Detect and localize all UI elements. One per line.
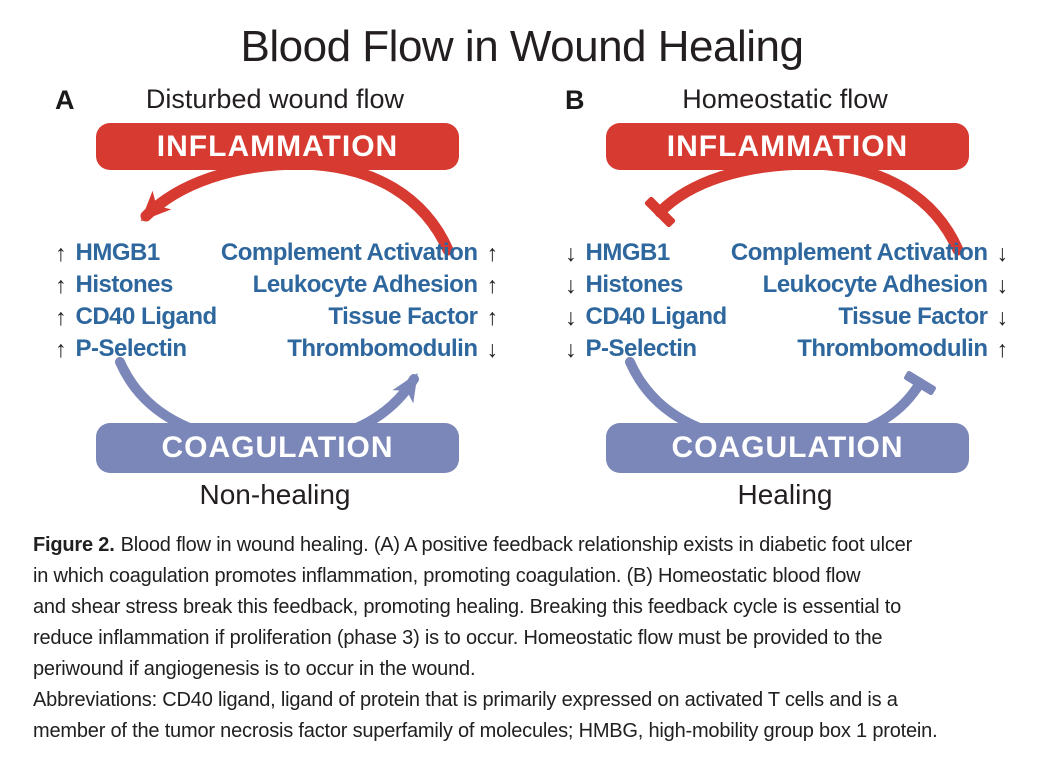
panel-a-right-marker-list: Complement Activation ↑ Leukocyte Adhesi… <box>221 237 498 365</box>
figure-caption: Figure 2.Blood flow in wound healing. (A… <box>33 530 1025 747</box>
marker-item: ↑ CD40 Ligand <box>55 301 217 333</box>
up-arrow-icon: ↑ <box>486 271 499 298</box>
marker-name: Histones <box>75 271 174 298</box>
marker-name: CD40 Ligand <box>585 303 728 330</box>
caption-main: Figure 2.Blood flow in wound healing. (A… <box>33 530 1025 685</box>
caption-abbreviations: Abbreviations: CD40 ligand, ligand of pr… <box>33 689 938 742</box>
marker-name: HMGB1 <box>75 239 161 266</box>
panel-a-label: A <box>55 85 75 115</box>
coagulation-box-b: COAGULATION <box>606 423 969 473</box>
down-arrow-icon: ↓ <box>565 271 577 298</box>
panel-b-subtitle: Homeostatic flow <box>682 84 888 114</box>
up-arrow-icon: ↑ <box>486 239 499 266</box>
marker-item: Tissue Factor ↑ <box>221 301 498 333</box>
down-arrow-icon: ↓ <box>996 303 1009 330</box>
marker-name: P-Selectin <box>75 335 188 362</box>
marker-name: Leukocyte Adhesion <box>252 271 478 298</box>
marker-name: Complement Activation <box>220 239 478 266</box>
panel-b-right-marker-list: Complement Activation ↓ Leukocyte Adhesi… <box>731 237 1008 365</box>
inflammation-box-a: INFLAMMATION <box>96 123 459 170</box>
panel-b-outcome-label: Healing <box>737 479 833 510</box>
up-arrow-icon: ↑ <box>55 303 67 330</box>
marker-name: Tissue Factor <box>328 303 478 330</box>
marker-item: Complement Activation ↓ <box>731 237 1008 269</box>
panel-a-left-marker-list: ↑ HMGB1 ↑ Histones ↑ CD40 Ligand ↑ P-Sel… <box>55 237 217 365</box>
marker-name: Complement Activation <box>730 239 988 266</box>
down-arrow-icon: ↓ <box>996 239 1009 266</box>
marker-item: Leukocyte Adhesion ↑ <box>221 269 498 301</box>
marker-item: Thrombomodulin ↓ <box>221 333 498 365</box>
down-arrow-icon: ↓ <box>996 271 1009 298</box>
marker-item: ↑ P-Selectin <box>55 333 217 365</box>
up-arrow-icon: ↑ <box>55 335 67 362</box>
down-arrow-icon: ↓ <box>565 239 577 266</box>
marker-name: Histones <box>585 271 684 298</box>
marker-item: Complement Activation ↑ <box>221 237 498 269</box>
up-arrow-icon: ↑ <box>486 303 499 330</box>
marker-item: ↓ Histones <box>565 269 727 301</box>
marker-item: Thrombomodulin ↑ <box>731 333 1008 365</box>
panel-b-left-marker-list: ↓ HMGB1 ↓ Histones ↓ CD40 Ligand ↓ P-Sel… <box>565 237 727 365</box>
caption-figure-label: Figure 2. <box>33 534 115 556</box>
marker-name: Thrombomodulin <box>287 335 478 362</box>
marker-item: ↑ Histones <box>55 269 217 301</box>
marker-name: Leukocyte Adhesion <box>762 271 988 298</box>
marker-name: Thrombomodulin <box>797 335 988 362</box>
up-arrow-icon: ↑ <box>996 335 1009 362</box>
down-arrow-icon: ↓ <box>565 303 577 330</box>
marker-item: Leukocyte Adhesion ↓ <box>731 269 1008 301</box>
panel-b: B Homeostatic flow INFLAMMATION COAGULAT… <box>550 80 1020 525</box>
caption-text: Blood flow in wound healing. (A) A posit… <box>33 534 913 680</box>
inflammation-box-b: INFLAMMATION <box>606 123 969 170</box>
marker-name: Tissue Factor <box>838 303 988 330</box>
marker-item: ↓ CD40 Ligand <box>565 301 727 333</box>
panel-a-outcome-label: Non-healing <box>199 479 351 510</box>
marker-item: ↓ P-Selectin <box>565 333 727 365</box>
marker-item: Tissue Factor ↓ <box>731 301 1008 333</box>
panel-b-label: B <box>565 85 585 115</box>
figure-title: Blood Flow in Wound Healing <box>240 22 804 71</box>
marker-name: P-Selectin <box>585 335 698 362</box>
marker-item: ↑ HMGB1 <box>55 237 217 269</box>
down-arrow-icon: ↓ <box>486 335 499 362</box>
up-arrow-icon: ↑ <box>55 239 67 266</box>
down-arrow-icon: ↓ <box>565 335 577 362</box>
coagulation-box-a: COAGULATION <box>96 423 459 473</box>
up-arrow-icon: ↑ <box>55 271 67 298</box>
marker-name: CD40 Ligand <box>75 303 218 330</box>
panel-a-subtitle: Disturbed wound flow <box>145 84 405 114</box>
panel-a: A Disturbed wound flow INFLAMMATION COAG… <box>40 80 510 525</box>
marker-name: HMGB1 <box>585 239 671 266</box>
marker-item: ↓ HMGB1 <box>565 237 727 269</box>
